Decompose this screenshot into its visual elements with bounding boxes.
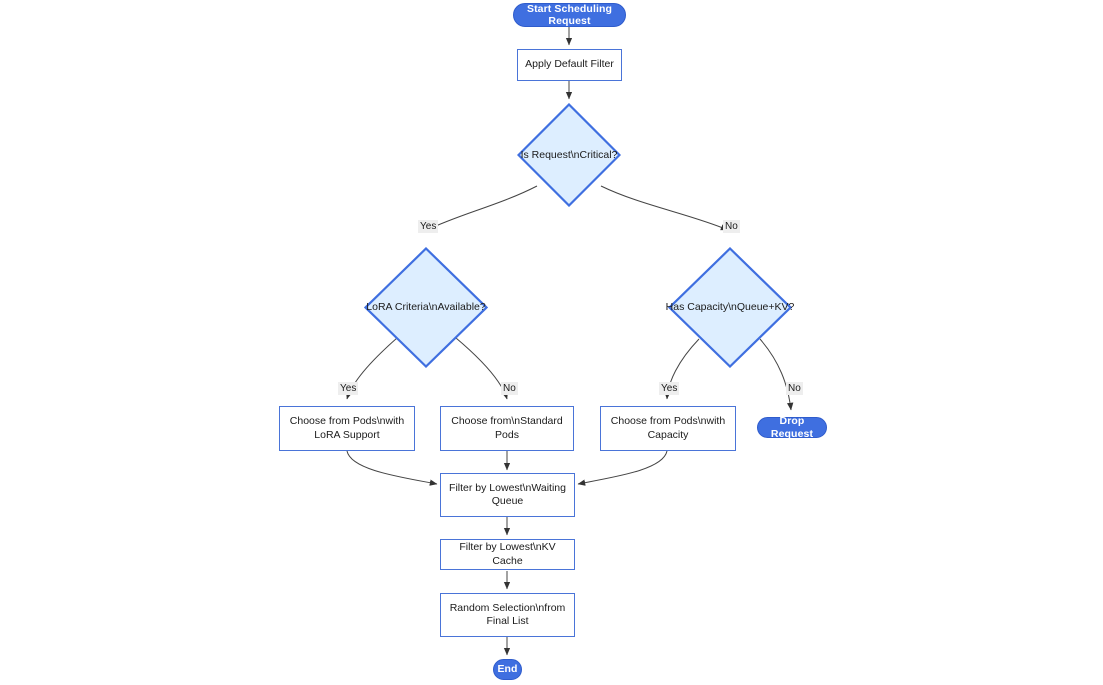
edge-label-critical-no: No xyxy=(723,220,740,233)
node-random-selection-line1: Random Selection\nfrom xyxy=(449,601,566,614)
node-choose-standard-pods-line1: Choose from\nStandard xyxy=(451,415,563,428)
node-lora-criteria-available[interactable]: LoRA Criteria\nAvailable? xyxy=(364,247,488,368)
node-filter-waiting-queue[interactable]: Filter by Lowest\nWaiting Queue xyxy=(440,473,575,517)
node-random-selection[interactable]: Random Selection\nfrom Final List xyxy=(440,593,575,637)
edge-label-capacity-no: No xyxy=(786,382,803,395)
node-choose-lora-pods-line1: Choose from Pods\nwith xyxy=(289,415,405,428)
edge-label-capacity-yes: Yes xyxy=(659,382,680,395)
node-apply-default-filter[interactable]: Apply Default Filter xyxy=(517,49,622,81)
node-filter-kv-cache[interactable]: Filter by Lowest\nKV Cache xyxy=(440,539,575,570)
node-has-capacity-label: Has Capacity\nQueue+KV? xyxy=(665,301,795,314)
node-lora-criteria-available-label: LoRA Criteria\nAvailable? xyxy=(366,301,486,314)
node-has-capacity[interactable]: Has Capacity\nQueue+KV? xyxy=(665,247,795,368)
edge-capacity-pods-to-waiting xyxy=(577,450,668,486)
node-choose-standard-pods-line2: Pods xyxy=(495,428,519,441)
node-choose-lora-pods-line2: LoRA Support xyxy=(314,428,380,441)
node-choose-capacity-pods-line2: Capacity xyxy=(647,428,689,441)
edge-label-critical-yes: Yes xyxy=(418,220,439,233)
node-start-label: Start Scheduling Request xyxy=(526,2,613,27)
node-is-request-critical-label: Is Request\nCritical? xyxy=(520,148,618,161)
node-drop-request[interactable]: Drop Request xyxy=(757,415,827,440)
node-filter-waiting-queue-line1: Filter by Lowest\nWaiting xyxy=(449,481,566,494)
node-choose-capacity-pods-line1: Choose from Pods\nwith xyxy=(610,415,726,428)
node-choose-lora-pods[interactable]: Choose from Pods\nwith LoRA Support xyxy=(279,406,415,451)
diamond-shape-icon xyxy=(517,103,621,207)
node-is-request-critical[interactable]: Is Request\nCritical? xyxy=(517,103,621,207)
node-filter-kv-cache-label: Filter by Lowest\nKV Cache xyxy=(459,541,556,567)
node-choose-standard-pods[interactable]: Choose from\nStandard Pods xyxy=(440,406,574,451)
node-end[interactable]: End xyxy=(493,659,522,680)
edge-label-lora-no: No xyxy=(501,382,518,395)
node-random-selection-line2: Final List xyxy=(486,615,529,627)
node-apply-default-filter-label: Apply Default Filter xyxy=(525,58,614,71)
edge-lora-pods-to-waiting xyxy=(346,450,438,486)
diamond-shape-icon xyxy=(364,247,488,368)
node-filter-waiting-queue-line2: Queue xyxy=(491,495,524,507)
edge-label-lora-yes: Yes xyxy=(338,382,359,395)
node-end-label: End xyxy=(497,663,518,676)
node-drop-request-label: Drop Request xyxy=(770,415,814,440)
node-start[interactable]: Start Scheduling Request xyxy=(513,3,626,27)
diamond-shape-icon xyxy=(668,247,792,368)
node-choose-capacity-pods[interactable]: Choose from Pods\nwith Capacity xyxy=(600,406,736,451)
